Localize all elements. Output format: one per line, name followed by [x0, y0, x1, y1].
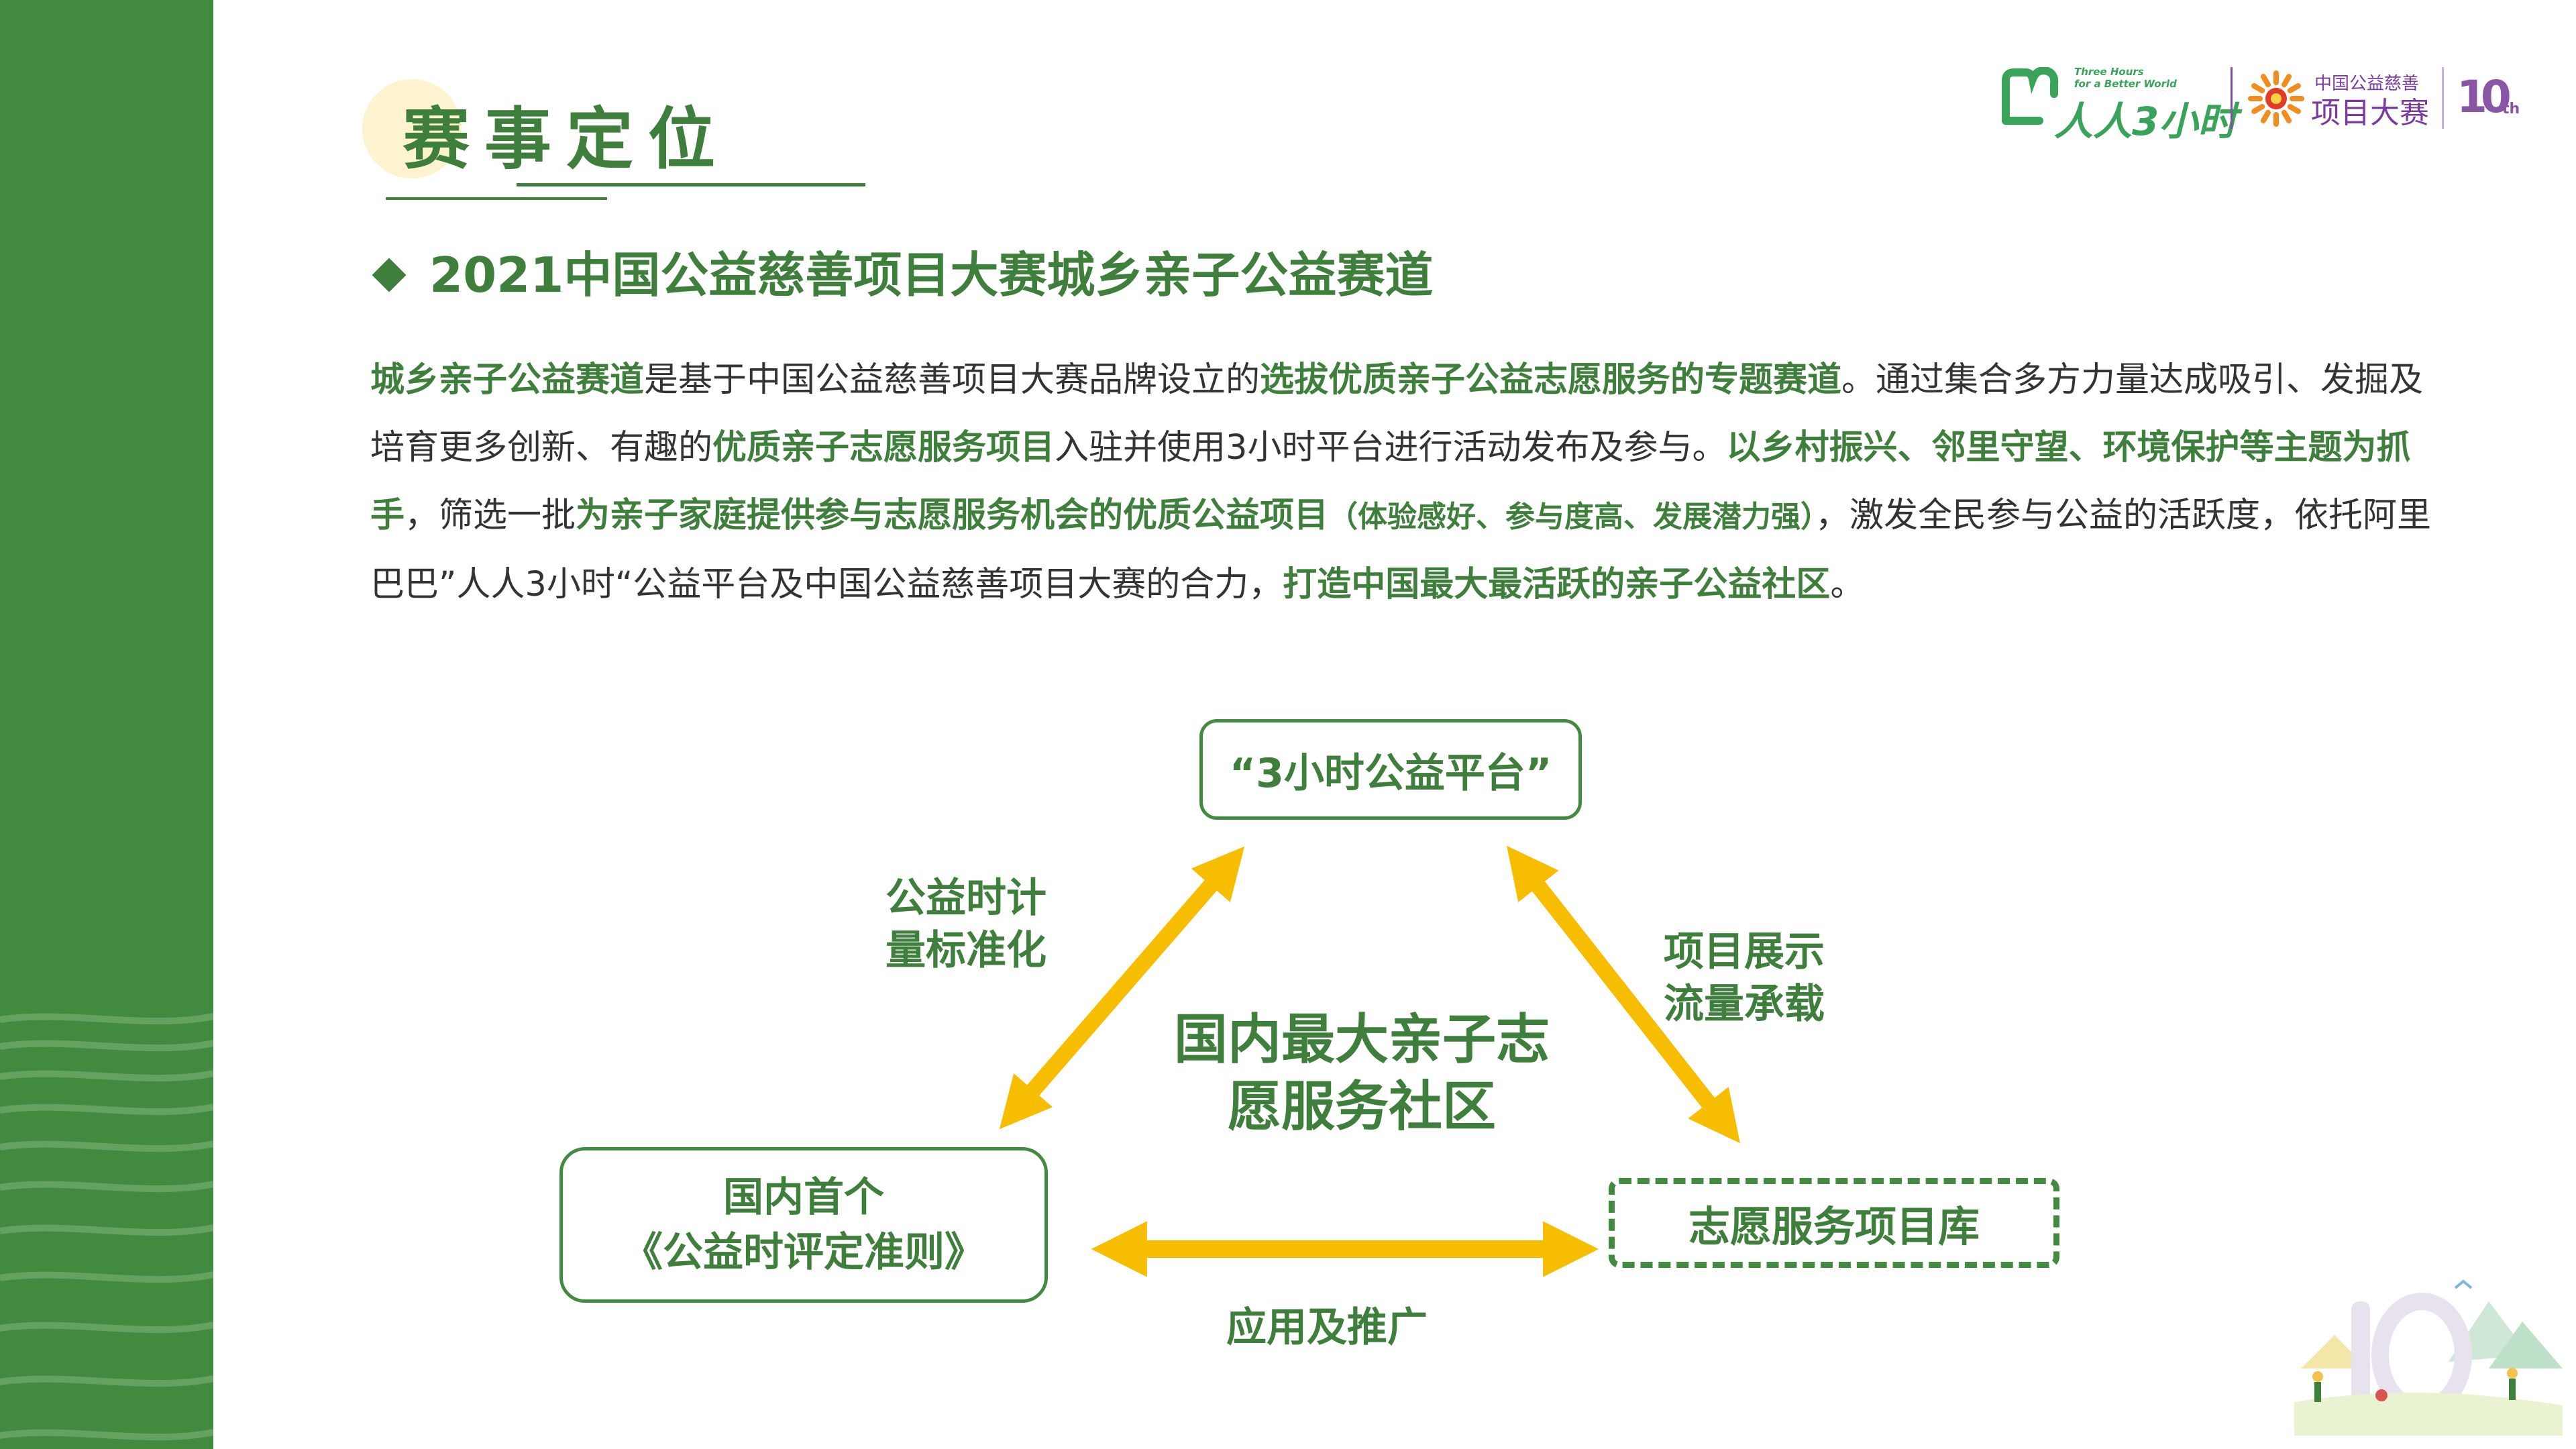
- center-community-text: 国内最大亲子志 愿服务社区: [1154, 1006, 1570, 1140]
- left-decorative-band: [0, 0, 213, 1449]
- page-title: 赛事定位: [402, 100, 730, 178]
- logo-separator-2: [2442, 67, 2444, 129]
- highlight-text: 选拔优质亲子公益志愿服务的专题赛道: [1260, 360, 1842, 400]
- logo-separator: [2231, 67, 2233, 129]
- highlight-text: 优质亲子志愿服务项目: [712, 428, 1055, 468]
- project-library-box: 志愿服务项目库: [1609, 1178, 2059, 1268]
- competition-sun-logo-icon: [2248, 70, 2304, 127]
- standard-box-line2: 《公益时评定准则》: [623, 1229, 985, 1276]
- arrow-top-left: [999, 846, 1245, 1130]
- competition-name-line1: 中国公益慈善: [2314, 74, 2420, 94]
- section-subtitle: 2021中国公益慈善项目大赛城乡亲子公益赛道: [429, 247, 1434, 303]
- standard-box-line1: 国内首个: [723, 1174, 884, 1221]
- right-arrow-label-line2: 流量承载: [1664, 981, 1825, 1028]
- title-accent-circle: [362, 79, 462, 178]
- left-arrow-label-line2: 量标准化: [885, 927, 1046, 974]
- bottom-arrow-label: 应用及推广: [1226, 1304, 1428, 1351]
- header-logos: Three Hours for a Better World 人人3小时 中国公…: [1999, 62, 2522, 144]
- description-paragraph: 城乡亲子公益赛道是基于中国公益慈善项目大赛品牌设立的选拔优质亲子公益志愿服务的专…: [370, 346, 2457, 619]
- left-arrow-label-line1: 公益时计: [885, 875, 1046, 922]
- anniversary-suffix: th: [2502, 101, 2520, 117]
- title-underline: [517, 183, 865, 186]
- arrow-top-right: [1507, 845, 1740, 1144]
- body-text: 入驻并使用3小时平台进行活动发布及参与。: [1055, 428, 1727, 468]
- highlight-text: 为亲子家庭提供参与志愿服务机会的优质公益项目: [576, 496, 1329, 535]
- anniversary-number: 10: [2457, 71, 2512, 123]
- right-arrow-label-line1: 项目展示: [1664, 928, 1825, 975]
- platform-logo-icon: [2002, 67, 2059, 125]
- body-text: 是基于中国公益慈善项目大赛品牌设立的: [644, 360, 1260, 400]
- wave-stripes: [0, 1013, 213, 1441]
- center-text-line1: 国内最大亲子志: [1174, 1008, 1550, 1071]
- title-underline-secondary: [386, 197, 607, 200]
- platform-box: “3小时公益平台”: [1199, 719, 1582, 820]
- platform-logo-text: 人人3小时: [2054, 99, 2237, 144]
- highlight-text: 打造中国最大最活跃的亲子公益社区: [1283, 565, 1831, 604]
- platform-tagline: Three Hours for a Better World: [2074, 66, 2177, 90]
- right-arrow-label: 项目展示 流量承载: [1664, 926, 1825, 1030]
- body-text: ，筛选一批: [405, 496, 576, 535]
- center-text-line2: 愿服务社区: [1228, 1075, 1496, 1138]
- highlight-text: 以乡村振兴、邻里守望、环境保护等主题为抓手: [370, 428, 2411, 535]
- left-arrow-label: 公益时计 量标准化: [885, 872, 1046, 977]
- highlight-text: 城乡亲子公益赛道: [370, 360, 645, 400]
- body-text: 。: [1830, 565, 1865, 604]
- highlight-note: （体验感好、参与度高、发展潜力强）: [1328, 500, 1816, 534]
- competition-name-line2: 项目大赛: [2311, 96, 2429, 130]
- anniversary-illustration-icon: [2294, 1279, 2563, 1436]
- standard-box: 国内首个 《公益时评定准则》: [559, 1147, 1048, 1303]
- body-text: ，激发全民参与公益的活跃度，依托阿里巴巴”人人3小时“公益平台及中国公益慈善项目…: [370, 496, 2432, 604]
- body-text: 。通过集合多方力量达成吸引、发掘及培育更多创新、有趣的: [370, 360, 2424, 468]
